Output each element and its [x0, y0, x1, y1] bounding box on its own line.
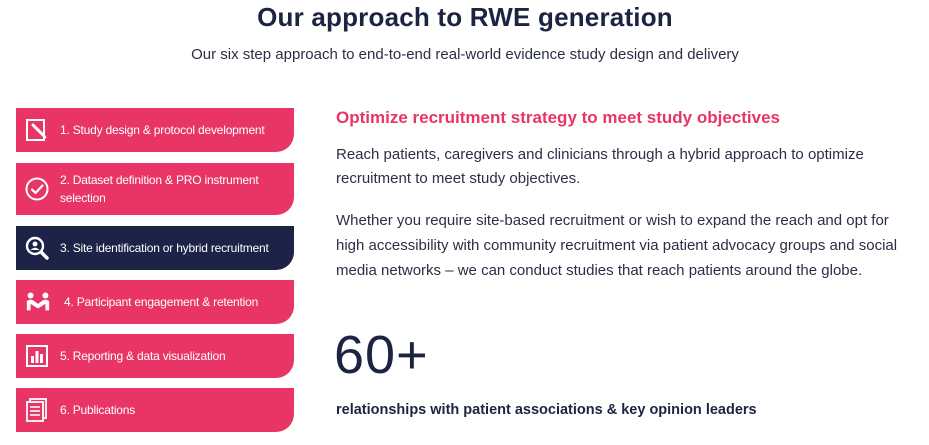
step-2-button[interactable]: 2. Dataset definition & PRO instrument s… — [16, 163, 294, 215]
detail-paragraph-1: Reach patients, caregivers and clinician… — [336, 146, 864, 187]
step-detail-panel: Optimize recruitment strategy to meet st… — [334, 106, 916, 418]
step-5-button[interactable]: 5. Reporting & data visualization — [16, 334, 294, 378]
step-2-label: 2. Dataset definition & PRO instrument s… — [60, 173, 259, 205]
step-3-label: 3. Site identification or hybrid recruit… — [60, 241, 269, 255]
step-4-label: 4. Participant engagement & retention — [64, 295, 259, 309]
step-1-label: 1. Study design & protocol development — [60, 123, 265, 137]
stat-label: relationships with patient associations … — [336, 402, 757, 418]
bar-chart-icon — [24, 343, 50, 369]
pen-on-document-icon — [24, 117, 50, 143]
step-6-label: 6. Publications — [60, 403, 136, 417]
page-subtitle: Our six step approach to end-to-end real… — [191, 46, 739, 63]
documents-icon — [24, 397, 50, 423]
stat-value: 60+ — [334, 325, 429, 385]
step-3-button[interactable]: 3. Site identification or hybrid recruit… — [16, 226, 294, 270]
detail-heading: Optimize recruitment strategy to meet st… — [336, 108, 781, 127]
step-6-button[interactable]: 6. Publications — [16, 388, 294, 432]
step-1-button[interactable]: 1. Study design & protocol development — [16, 108, 294, 152]
page-title: Our approach to RWE generation — [257, 2, 673, 32]
step-5-label: 5. Reporting & data visualization — [60, 349, 226, 363]
check-circle-icon — [24, 176, 50, 202]
detail-paragraph-2: Whether you require site-based recruitme… — [336, 212, 898, 279]
step-4-button[interactable]: 4. Participant engagement & retention — [16, 280, 294, 324]
magnifier-person-icon — [24, 235, 50, 261]
people-connect-icon — [25, 289, 51, 315]
